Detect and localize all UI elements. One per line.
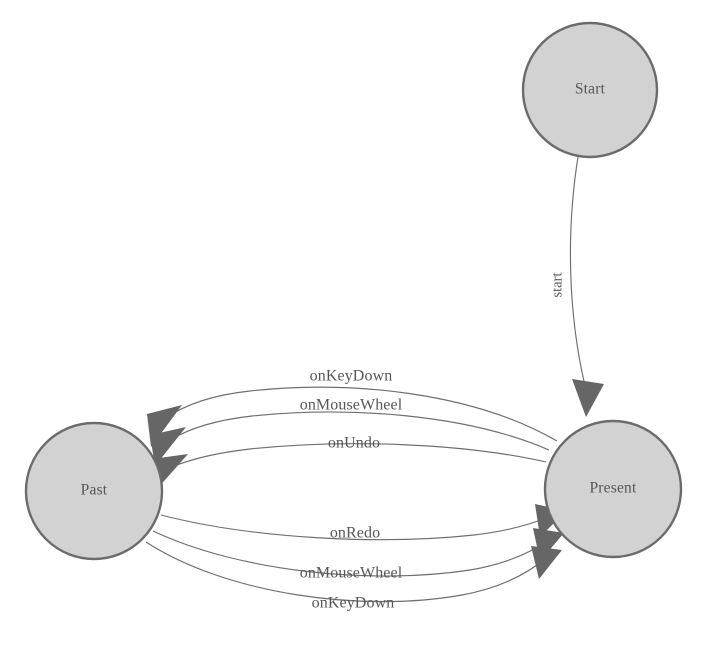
edge-past-to-present-onredo-path xyxy=(160,514,552,541)
edge-present-to-past-onmousewheel[interactable]: onMouseWheel xyxy=(150,397,550,466)
node-start-label: Start xyxy=(575,81,606,98)
edge-label-present-past-onmousewheel: onMouseWheel xyxy=(300,397,403,414)
node-past-label: Past xyxy=(81,482,108,499)
edge-label-past-present-onmousewheel: onMouseWheel xyxy=(300,565,403,582)
edge-past-to-present-onmousewheel-path xyxy=(152,530,550,577)
node-present-label: Present xyxy=(589,480,637,497)
edge-present-to-past-onmousewheel-path xyxy=(169,411,550,451)
edge-start-to-present-path xyxy=(569,156,587,391)
edge-past-to-present-onkeydown[interactable]: onKeyDown xyxy=(145,541,562,612)
node-start[interactable]: Start xyxy=(521,21,659,159)
edge-present-to-past-onmousewheel-arrowhead xyxy=(150,427,186,466)
node-past-circle xyxy=(24,421,164,561)
edge-past-to-present-onkeydown-arrowhead xyxy=(531,546,562,579)
edge-label-start: start xyxy=(549,273,565,298)
node-present-circle xyxy=(543,419,683,559)
node-start-circle xyxy=(521,21,659,159)
edge-start-to-present-arrowhead xyxy=(572,379,604,417)
edge-present-to-past-onkeydown-path xyxy=(165,386,558,442)
edge-label-past-present-onredo: onRedo xyxy=(330,525,380,542)
node-past[interactable]: Past xyxy=(24,421,164,561)
edge-present-to-past-onundo-path xyxy=(171,443,547,468)
edge-label-present-past-onkeydown: onKeyDown xyxy=(310,368,393,385)
edge-past-to-present-onredo[interactable]: onRedo xyxy=(160,504,566,542)
node-present[interactable]: Present xyxy=(543,419,683,559)
edge-label-present-past-onundo: onUndo xyxy=(328,435,380,452)
edge-start-to-present[interactable]: start xyxy=(549,156,604,417)
edge-label-past-present-onkeydown: onKeyDown xyxy=(312,595,395,612)
edge-present-to-past-onundo[interactable]: onUndo xyxy=(152,435,547,489)
edge-past-to-present-onkeydown-path xyxy=(145,541,547,603)
